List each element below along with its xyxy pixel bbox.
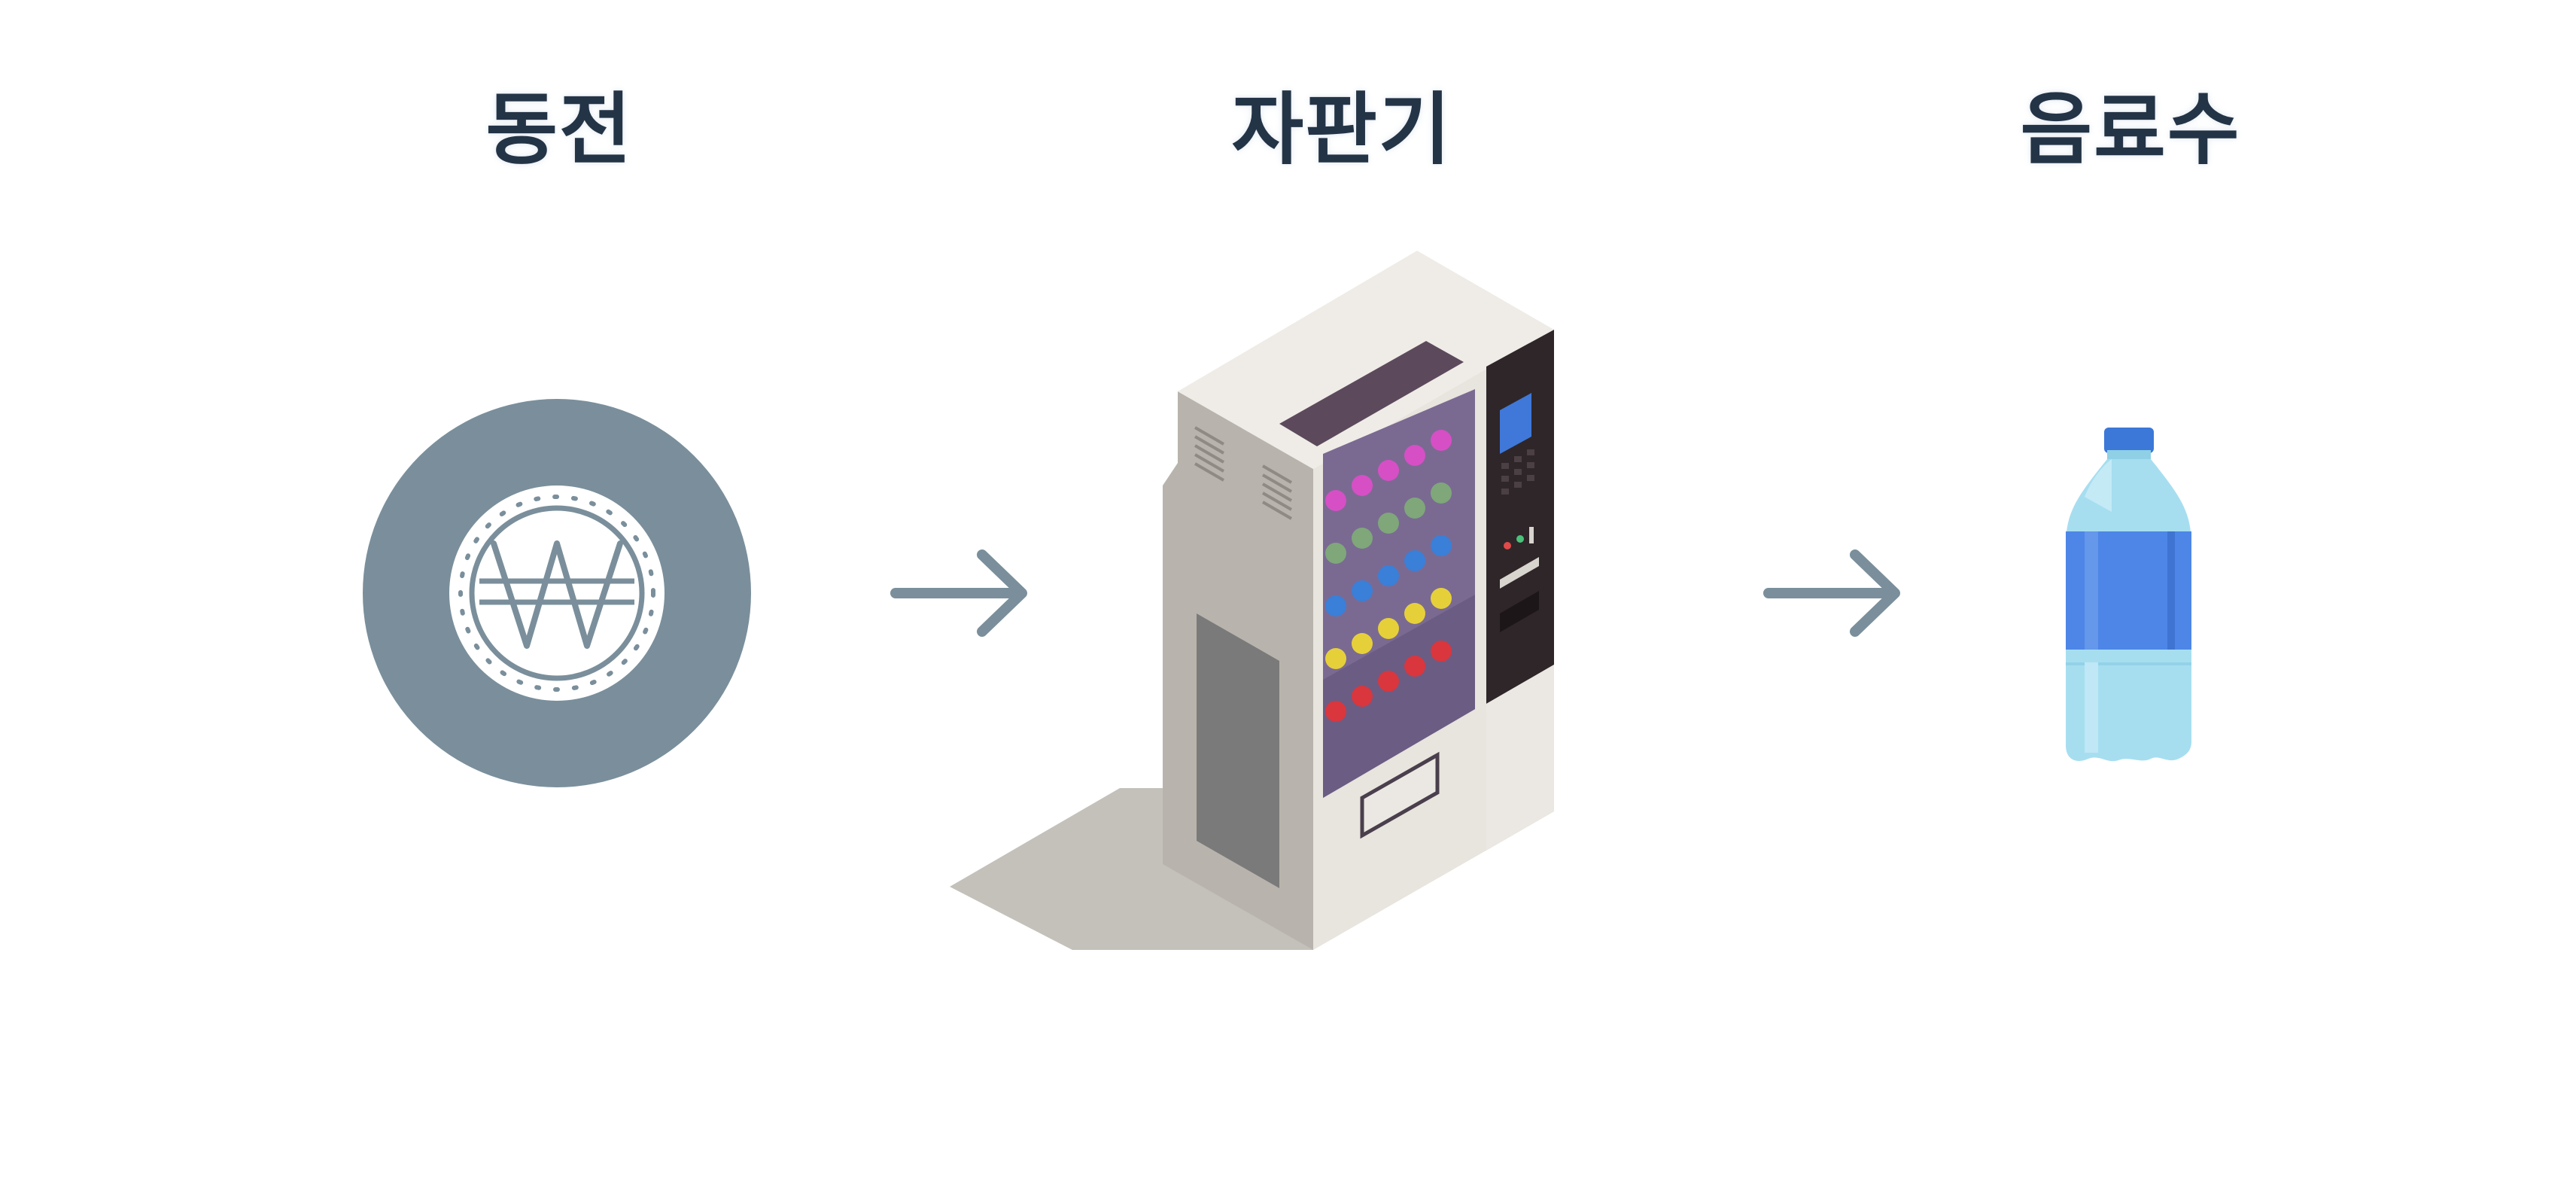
label-beverage: 음료수 bbox=[2020, 84, 2241, 175]
right-arrow-icon bbox=[890, 549, 1027, 637]
won-coin-icon bbox=[363, 399, 751, 787]
label-vending-machine: 자판기 bbox=[1231, 84, 1452, 175]
label-coin: 동전 bbox=[485, 84, 633, 175]
right-arrow-icon bbox=[1763, 549, 1900, 637]
water-bottle-icon bbox=[2066, 428, 2191, 762]
vending-machine-illustration bbox=[950, 251, 1554, 950]
